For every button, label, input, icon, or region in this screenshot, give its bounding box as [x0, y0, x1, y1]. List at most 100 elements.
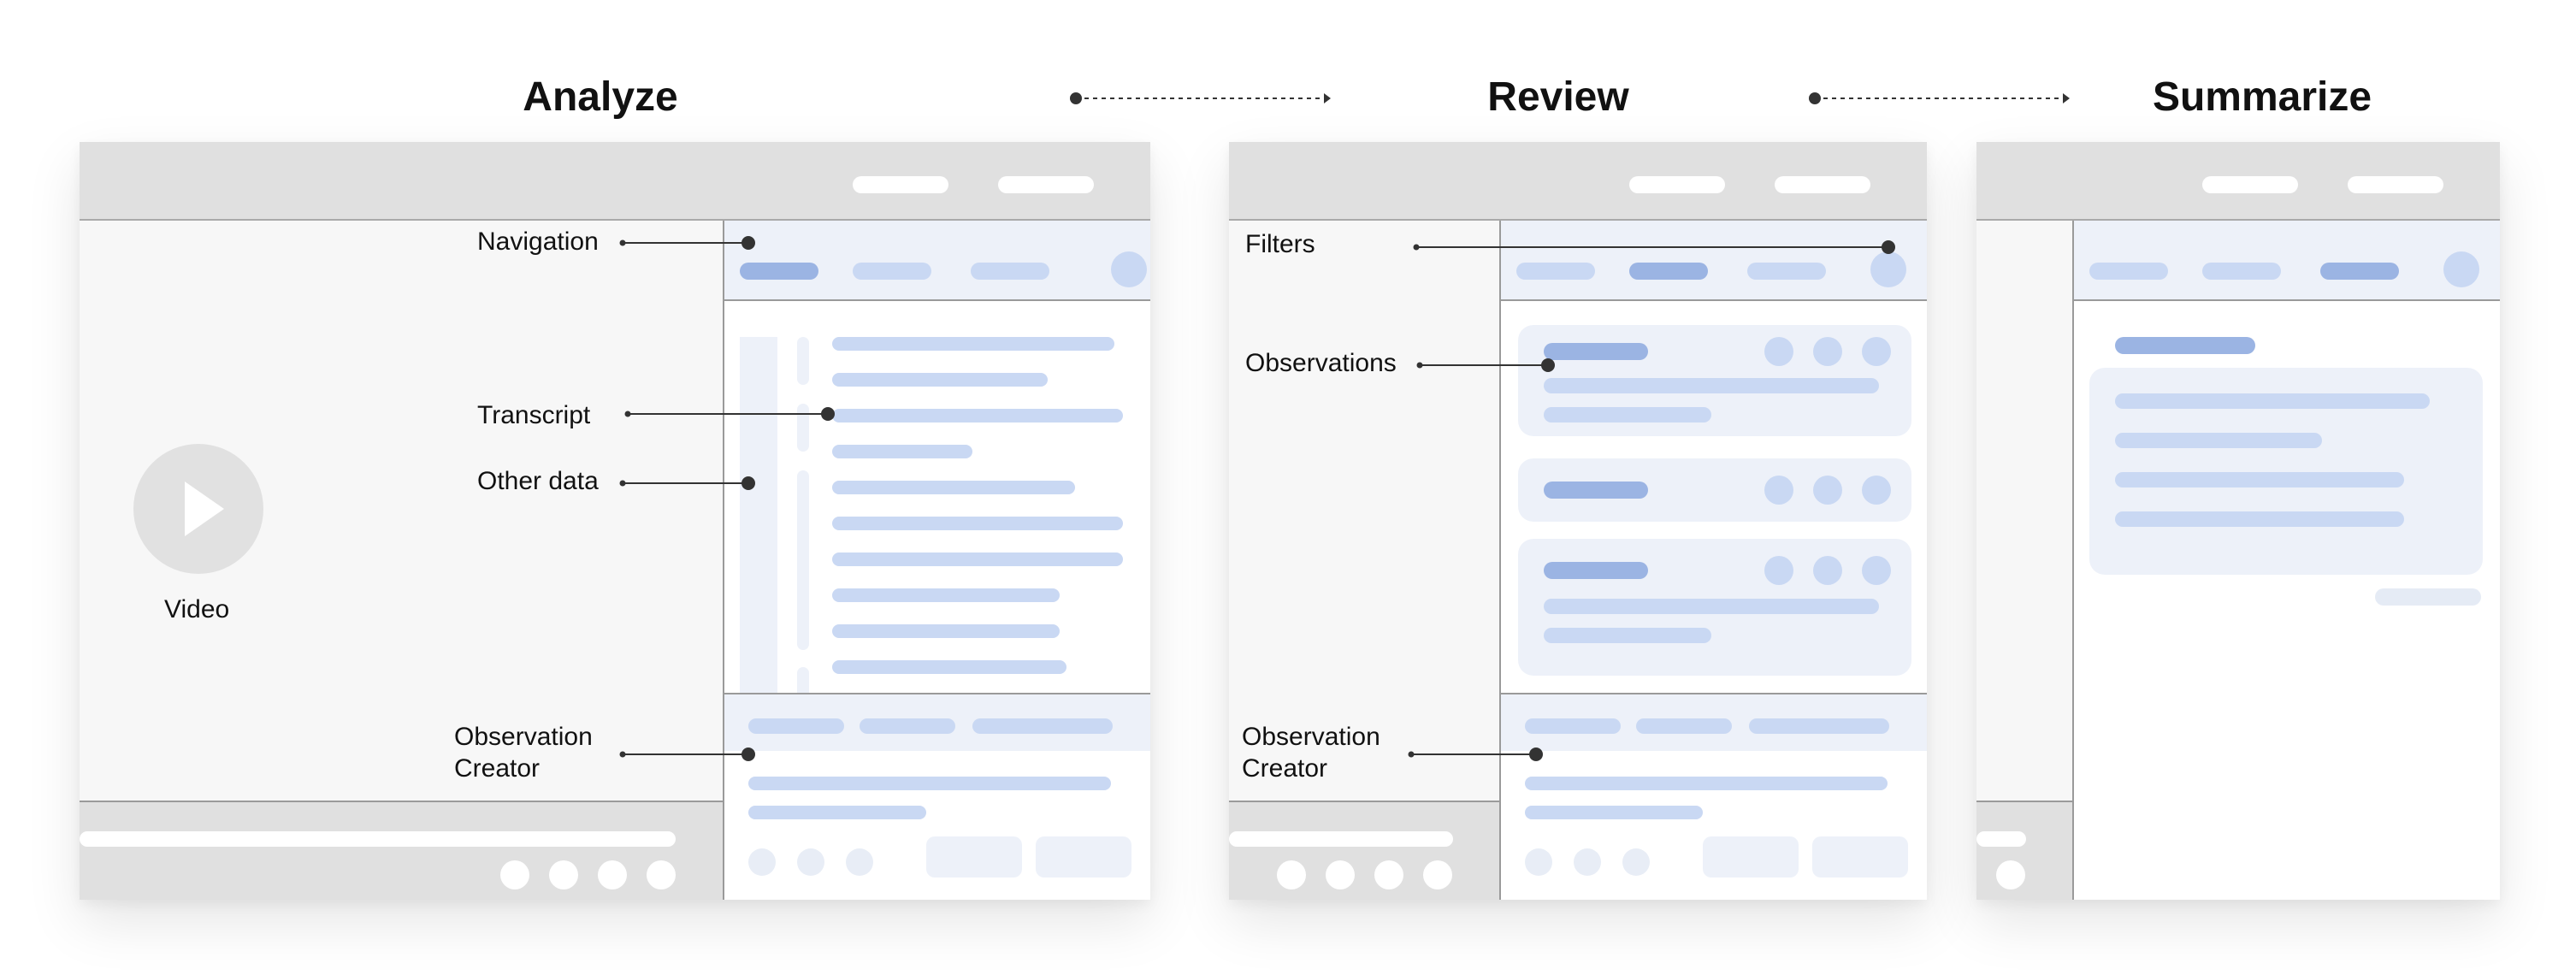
reaction-icon[interactable] — [1764, 476, 1793, 505]
transcript-line[interactable] — [832, 588, 1060, 602]
creator-button[interactable] — [926, 836, 1022, 878]
reaction-icon[interactable] — [1813, 337, 1842, 366]
avatar[interactable] — [1111, 251, 1147, 287]
observation-card[interactable] — [1518, 458, 1911, 522]
player-controls — [80, 801, 723, 900]
tag-chip[interactable] — [972, 718, 1113, 734]
control-button[interactable] — [598, 860, 627, 889]
transcript-line[interactable] — [832, 373, 1048, 387]
observations-list — [1499, 301, 1927, 693]
progress-bar[interactable] — [80, 831, 676, 847]
top-bar-button[interactable] — [1775, 176, 1870, 193]
speaker-marker — [797, 470, 809, 650]
summary-heading — [2115, 337, 2255, 354]
creator-button[interactable] — [1812, 836, 1908, 878]
transcript-line[interactable] — [832, 517, 1123, 530]
tag-chip[interactable] — [748, 718, 844, 734]
top-bar-button[interactable] — [998, 176, 1094, 193]
reaction-icon[interactable] — [1764, 337, 1793, 366]
creator-button[interactable] — [1036, 836, 1131, 878]
summary-tab[interactable] — [2089, 263, 2168, 280]
reaction-icon[interactable] — [1862, 556, 1891, 585]
control-button[interactable] — [1277, 860, 1306, 889]
transcript-line[interactable] — [832, 445, 972, 458]
top-bar-button[interactable] — [853, 176, 948, 193]
progress-bar[interactable] — [1976, 831, 2026, 847]
video-area — [80, 221, 723, 801]
reaction-icon[interactable] — [1764, 556, 1793, 585]
observation-text-line[interactable] — [748, 777, 1111, 790]
review-player-controls — [1229, 801, 1499, 900]
top-bar-button[interactable] — [2202, 176, 2298, 193]
tag-chip[interactable] — [1749, 718, 1889, 734]
top-bar-button[interactable] — [2348, 176, 2443, 193]
creator-option[interactable] — [1622, 848, 1650, 876]
observation-text-line[interactable] — [748, 806, 926, 819]
control-button[interactable] — [549, 860, 578, 889]
control-button[interactable] — [1996, 860, 2025, 889]
nav-tab-active[interactable] — [740, 263, 818, 280]
video-label: Video — [164, 595, 230, 623]
observation-text-line — [1544, 378, 1879, 393]
filters-bar — [1499, 221, 1927, 301]
transcript-line[interactable] — [832, 481, 1075, 494]
summary-card[interactable] — [2089, 368, 2483, 575]
summarize-top-bar — [1976, 142, 2500, 221]
observation-tag — [1544, 343, 1648, 360]
nav-tab[interactable] — [971, 263, 1049, 280]
summarize-left-area — [1976, 221, 2072, 801]
summarize-player-controls — [1976, 801, 2072, 900]
creator-option[interactable] — [748, 848, 776, 876]
creator-option[interactable] — [797, 848, 824, 876]
summarize-panel — [1976, 142, 2500, 900]
creator-button[interactable] — [1703, 836, 1799, 878]
transcript-line[interactable] — [832, 337, 1114, 351]
transcript-label: Transcript — [477, 401, 591, 429]
reaction-icon[interactable] — [1813, 476, 1842, 505]
summary-text-line — [2115, 393, 2430, 409]
reaction-icon[interactable] — [1813, 556, 1842, 585]
review-title: Review — [1487, 74, 1629, 120]
summary-tab-active[interactable] — [2320, 263, 2399, 280]
filter-tab[interactable] — [1516, 263, 1595, 280]
control-button[interactable] — [1374, 860, 1403, 889]
transcript-line[interactable] — [832, 552, 1123, 566]
filter-tab[interactable] — [1747, 263, 1826, 280]
observation-text-line[interactable] — [1525, 777, 1888, 790]
creator-option[interactable] — [846, 848, 873, 876]
observation-tag — [1544, 562, 1648, 579]
transcript-area — [723, 301, 1150, 701]
filter-tab-active[interactable] — [1629, 263, 1708, 280]
reaction-icon[interactable] — [1862, 337, 1891, 366]
top-bar-button[interactable] — [1629, 176, 1725, 193]
tag-chip[interactable] — [1636, 718, 1732, 734]
observation-text-line[interactable] — [1525, 806, 1703, 819]
control-button[interactable] — [1326, 860, 1355, 889]
transcript-line[interactable] — [832, 624, 1060, 638]
control-button[interactable] — [500, 860, 529, 889]
observation-creator-label: Observation Creator — [454, 723, 593, 783]
summary-action-button[interactable] — [2375, 588, 2481, 606]
observation-card[interactable] — [1518, 539, 1911, 676]
transcript-line[interactable] — [832, 660, 1066, 674]
observation-creator — [723, 693, 1150, 900]
play-button[interactable] — [133, 444, 263, 574]
creator-option[interactable] — [1574, 848, 1601, 876]
nav-tab[interactable] — [853, 263, 931, 280]
tag-chip[interactable] — [860, 718, 955, 734]
tag-chip[interactable] — [1525, 718, 1621, 734]
progress-bar[interactable] — [1229, 831, 1453, 847]
observation-text-line — [1544, 407, 1711, 422]
avatar[interactable] — [2443, 251, 2479, 287]
transcript-line[interactable] — [832, 409, 1123, 422]
observation-card[interactable] — [1518, 325, 1911, 436]
control-button[interactable] — [1423, 860, 1452, 889]
observation-creator-review-label: Observation Creator — [1242, 723, 1380, 783]
creator-option[interactable] — [1525, 848, 1552, 876]
control-button[interactable] — [647, 860, 676, 889]
reaction-icon[interactable] — [1862, 476, 1891, 505]
speaker-marker — [797, 404, 809, 452]
avatar[interactable] — [1870, 251, 1906, 287]
summary-content — [2072, 301, 2500, 900]
summary-tab[interactable] — [2202, 263, 2281, 280]
